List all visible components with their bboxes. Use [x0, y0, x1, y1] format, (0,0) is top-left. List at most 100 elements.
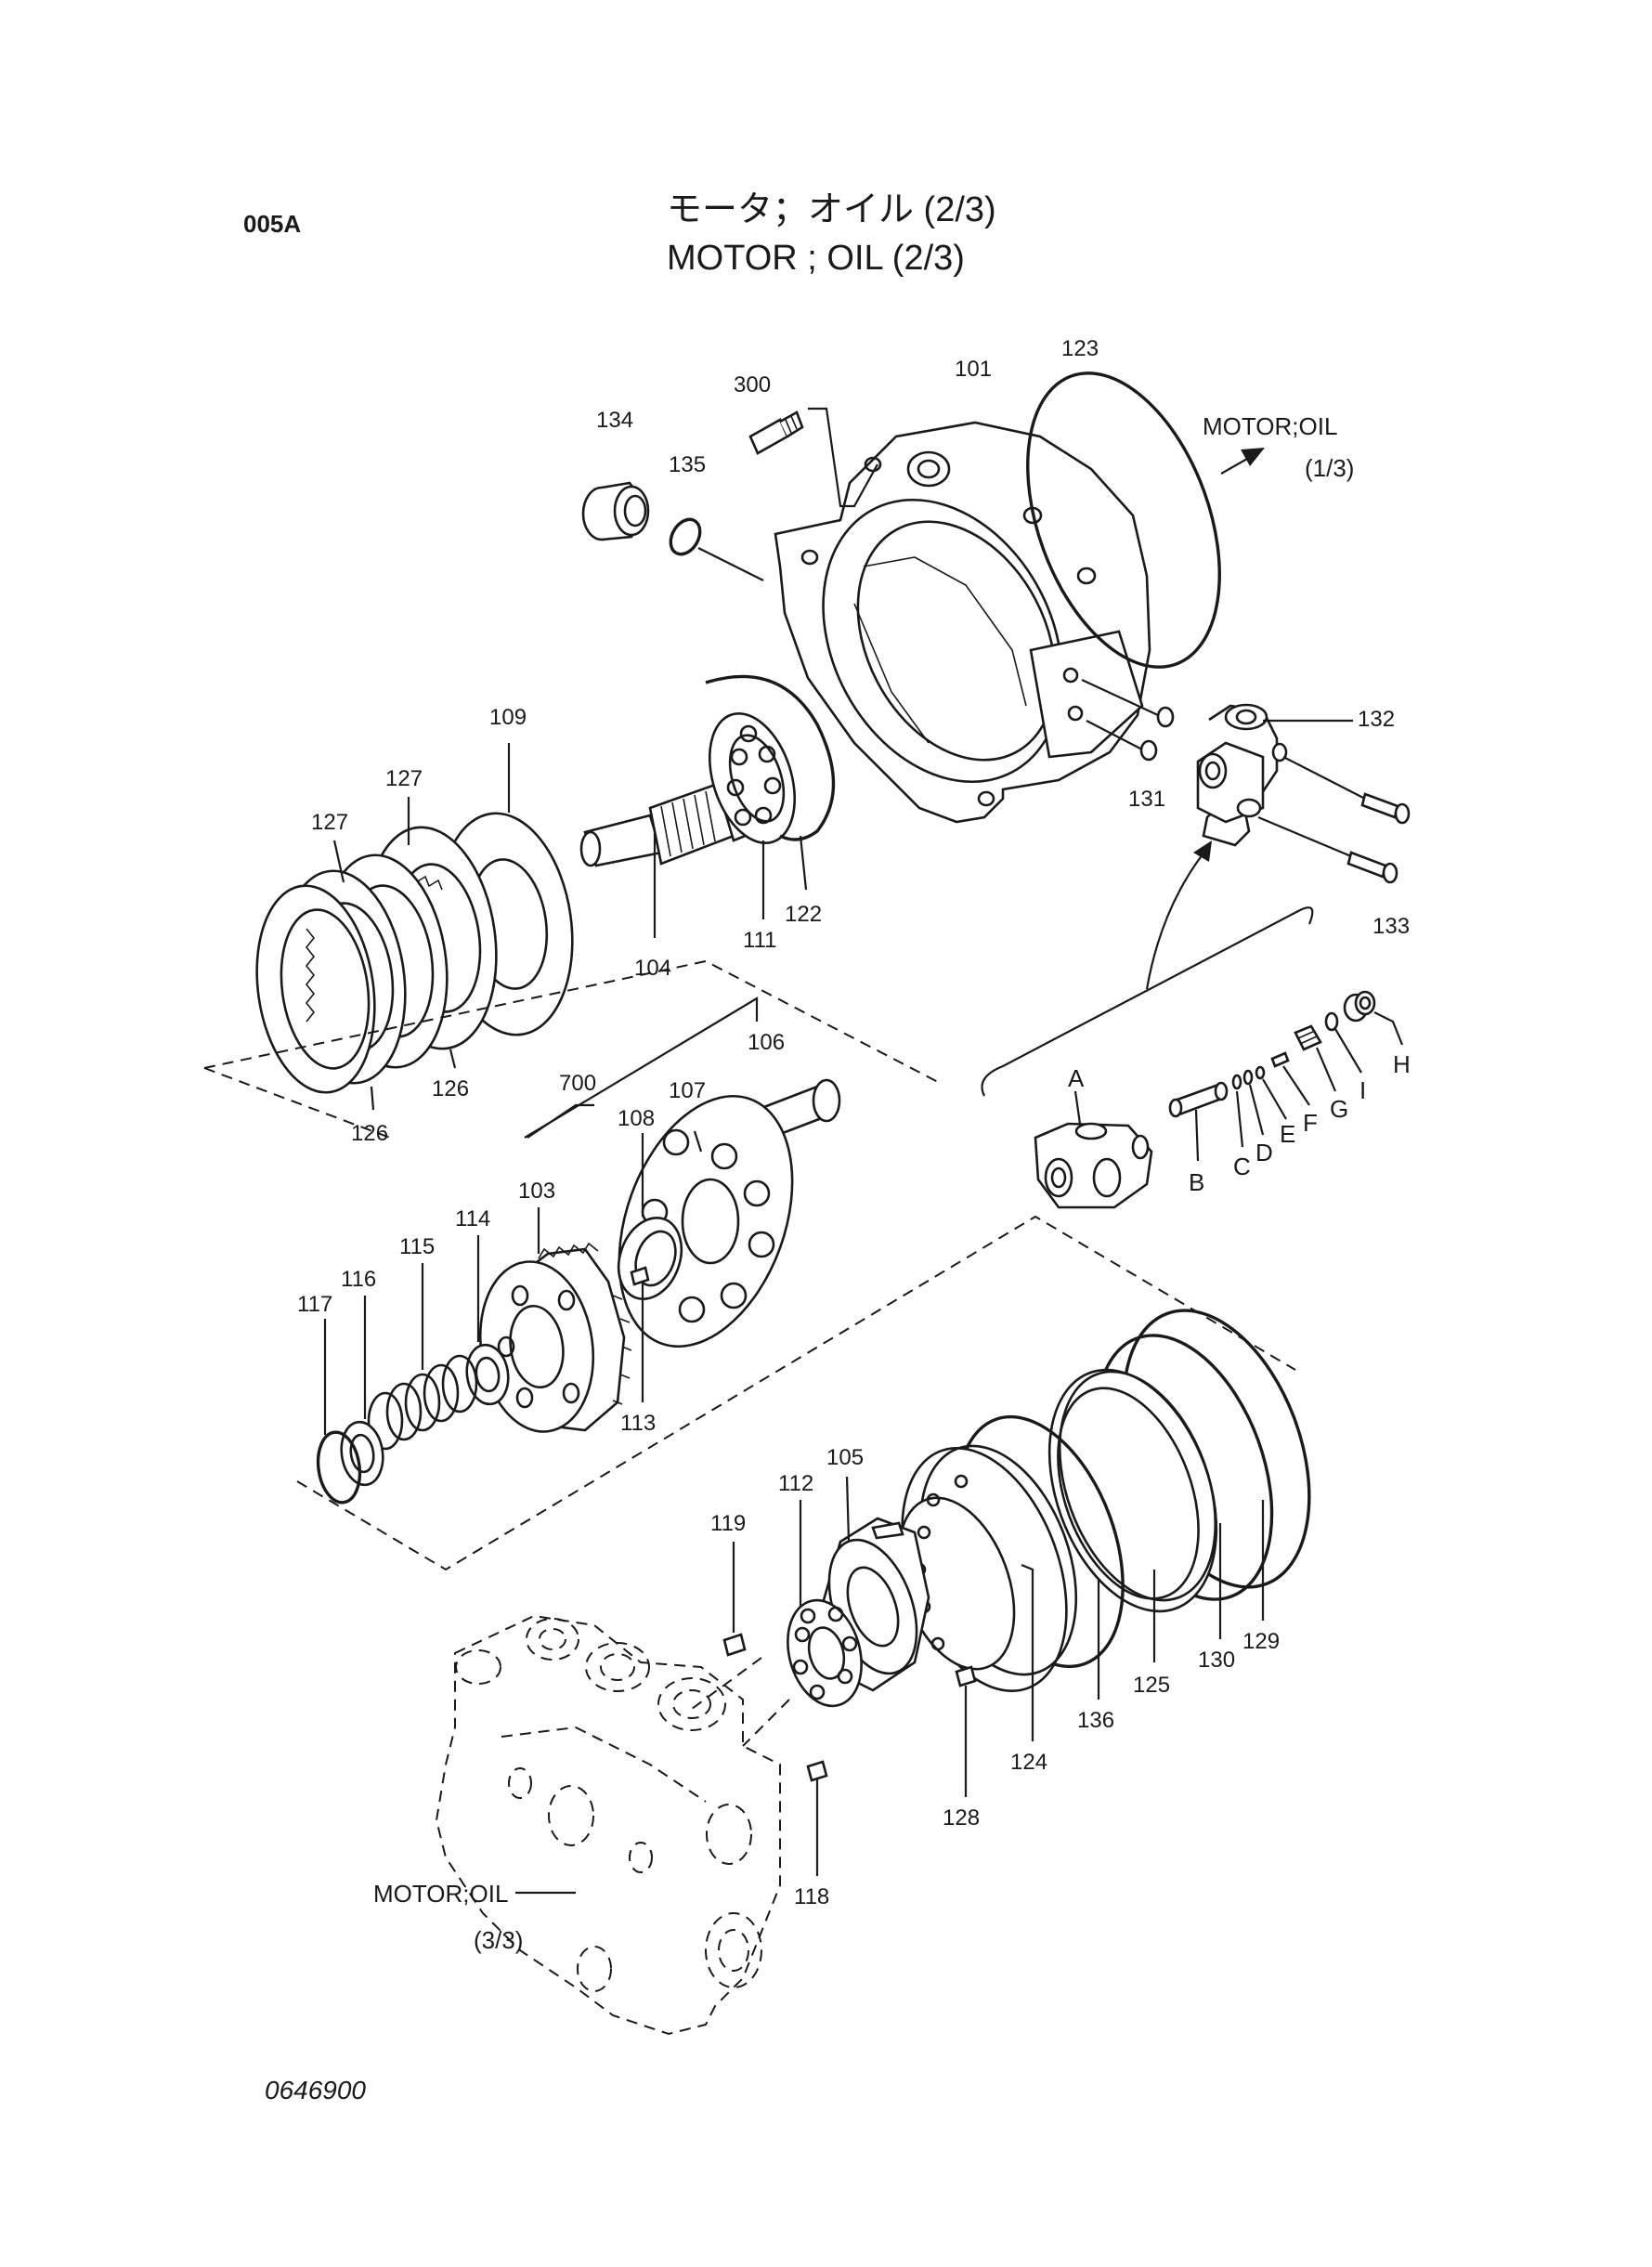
label-130: 130 — [1198, 1648, 1235, 1673]
ref-sheet-1-title: MOTOR;OIL — [1203, 412, 1337, 440]
label-104: 104 — [634, 956, 671, 981]
leader-b — [1194, 1109, 1200, 1162]
cylinder-block-103 — [478, 1242, 632, 1433]
label-h: H — [1393, 1050, 1411, 1078]
o-ring-135 — [669, 517, 702, 556]
socket-bolt-300 — [748, 410, 804, 455]
label-c: C — [1233, 1153, 1251, 1180]
o-ring-d — [1242, 1069, 1254, 1086]
label-122: 122 — [785, 902, 822, 927]
label-118: 118 — [794, 1884, 829, 1909]
leader-d — [1248, 1084, 1265, 1136]
leader-300 — [808, 407, 878, 508]
rotary-group-bracket — [296, 1215, 1296, 1571]
spring-pin-128 — [955, 1665, 977, 1687]
leader-131-b — [1086, 720, 1141, 749]
relief-valve-arrow-line — [1145, 853, 1203, 990]
leader-105 — [845, 1476, 851, 1543]
pin-113 — [630, 1266, 650, 1286]
arrow-head — [1241, 448, 1265, 466]
snap-ring-117 — [316, 1430, 362, 1505]
title-japanese: モータ；オイル (2/3) — [667, 190, 996, 229]
seal-ring-125 — [1047, 1368, 1218, 1613]
label-136: 136 — [1077, 1708, 1114, 1733]
label-128: 128 — [943, 1805, 980, 1831]
label-700: 700 — [559, 1071, 596, 1096]
bolt-133-upper — [1282, 756, 1411, 825]
plug-134 — [581, 481, 650, 541]
leader-122 — [799, 835, 808, 891]
label-124: 124 — [1010, 1750, 1047, 1775]
label-105: 105 — [826, 1445, 864, 1470]
poppet-b — [1168, 1081, 1229, 1118]
label-126-a: 126 — [432, 1076, 469, 1101]
leader-c — [1235, 1090, 1244, 1148]
ref-sheet-3-title: MOTOR;OIL — [373, 1880, 508, 1908]
leader-126-b — [370, 1086, 375, 1111]
bearing-112 — [787, 1598, 863, 1708]
spring-g — [1294, 1024, 1322, 1051]
drawing-number: 0646900 — [265, 2076, 366, 2104]
o-ring-123 — [1026, 371, 1221, 669]
label-126-b: 126 — [351, 1121, 388, 1146]
bolt-133-lower — [1257, 815, 1398, 884]
label-300: 300 — [734, 372, 771, 397]
label-f: F — [1303, 1109, 1318, 1137]
brake-assembly-bracket-side — [203, 1067, 391, 1139]
valve-block-132 — [1196, 703, 1288, 847]
leader-107 — [693, 1130, 703, 1153]
leader-h — [1373, 1011, 1404, 1046]
leader-700 — [527, 1103, 594, 1139]
label-125: 125 — [1133, 1673, 1170, 1698]
leader-e — [1262, 1078, 1287, 1120]
o-ring-c — [1231, 1074, 1242, 1090]
label-b: B — [1189, 1168, 1204, 1196]
label-114: 114 — [455, 1206, 490, 1231]
o-ring-i — [1324, 1011, 1339, 1032]
leader-a — [1073, 1090, 1082, 1125]
page-code: 005A — [243, 210, 301, 238]
title-english: MOTOR ; OIL (2/3) — [667, 239, 965, 278]
leader-f — [1282, 1065, 1310, 1106]
leader-i — [1334, 1028, 1362, 1074]
o-ring-131-upper — [1156, 706, 1175, 728]
label-117: 117 — [297, 1292, 332, 1317]
brake-piston-124 — [897, 1444, 1078, 1692]
rear-head-connector-lower — [742, 1699, 790, 1747]
label-a: A — [1068, 1064, 1085, 1092]
label-109: 109 — [489, 705, 527, 730]
label-116: 116 — [341, 1267, 376, 1292]
label-127-a: 127 — [385, 766, 423, 791]
label-135: 135 — [669, 452, 706, 477]
leader-126-a — [449, 1049, 457, 1069]
leader-131-a — [1081, 679, 1159, 716]
leader-124 — [1021, 1563, 1034, 1741]
leader-135 — [697, 547, 764, 581]
label-111: 111 — [743, 928, 776, 953]
label-103: 103 — [518, 1179, 555, 1204]
brake-assembly-bracket-top — [203, 959, 939, 1083]
label-123: 123 — [1061, 336, 1099, 361]
label-e: E — [1280, 1120, 1295, 1148]
spacer-f — [1270, 1051, 1290, 1068]
label-119: 119 — [710, 1511, 746, 1536]
label-127-b: 127 — [311, 810, 348, 835]
ring-e — [1255, 1065, 1266, 1080]
label-106: 106 — [748, 1030, 785, 1055]
snap-ring-122 — [705, 674, 836, 841]
ref-sheet-1-page: (1/3) — [1305, 454, 1354, 482]
friction-plate-126-outer — [255, 884, 376, 1094]
label-134: 134 — [596, 408, 633, 433]
label-115: 115 — [399, 1234, 435, 1259]
rear-head-connector-upper — [691, 1657, 762, 1710]
rear-head-phantom — [435, 1614, 781, 2036]
label-d: D — [1255, 1139, 1273, 1166]
label-129: 129 — [1242, 1629, 1280, 1654]
washer-116 — [340, 1420, 384, 1487]
leader-106 — [524, 997, 759, 1139]
motor-housing-101 — [774, 421, 1151, 824]
label-g: G — [1330, 1095, 1348, 1123]
valve-body-a — [1034, 1122, 1153, 1209]
label-i: I — [1359, 1076, 1366, 1104]
